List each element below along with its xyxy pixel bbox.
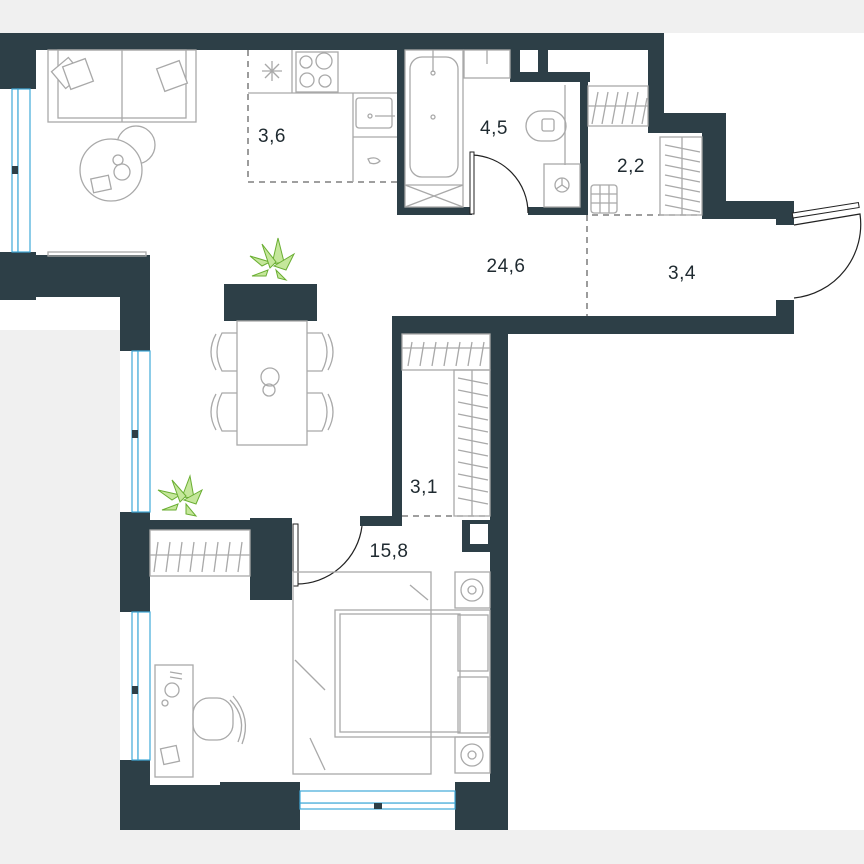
double-bed [292, 571, 491, 775]
room-area-bedroom: 15,8 [369, 541, 409, 562]
cooktop-icon [295, 51, 339, 93]
sink-icon [355, 97, 395, 129]
walls [0, 33, 794, 830]
coffee-table [79, 125, 156, 202]
storage-shelving [587, 85, 703, 216]
office-chair [192, 695, 247, 745]
nightstand [454, 736, 491, 774]
dining-set [210, 284, 334, 446]
fridge-icon [262, 61, 282, 81]
plant-icon [249, 237, 296, 281]
wardrobe-shelving [401, 333, 491, 517]
room-area-kitchen: 3,6 [258, 126, 286, 147]
windows [11, 88, 456, 810]
plant-icon [157, 474, 204, 517]
room-area-living: 24,6 [486, 256, 526, 277]
nightstand [454, 571, 491, 609]
sofa [47, 49, 197, 123]
doors [292, 151, 862, 587]
bathroom-fixtures [404, 49, 581, 208]
tv-stand [47, 251, 147, 257]
kitchen-units [248, 50, 397, 182]
room-area-storage: 2,2 [617, 156, 645, 177]
bedroom-shelving [149, 529, 251, 577]
room-area-wardrobe: 3,1 [410, 477, 438, 498]
room-area-bathroom: 4,5 [480, 118, 508, 139]
room-area-hallway: 3,4 [668, 263, 696, 284]
